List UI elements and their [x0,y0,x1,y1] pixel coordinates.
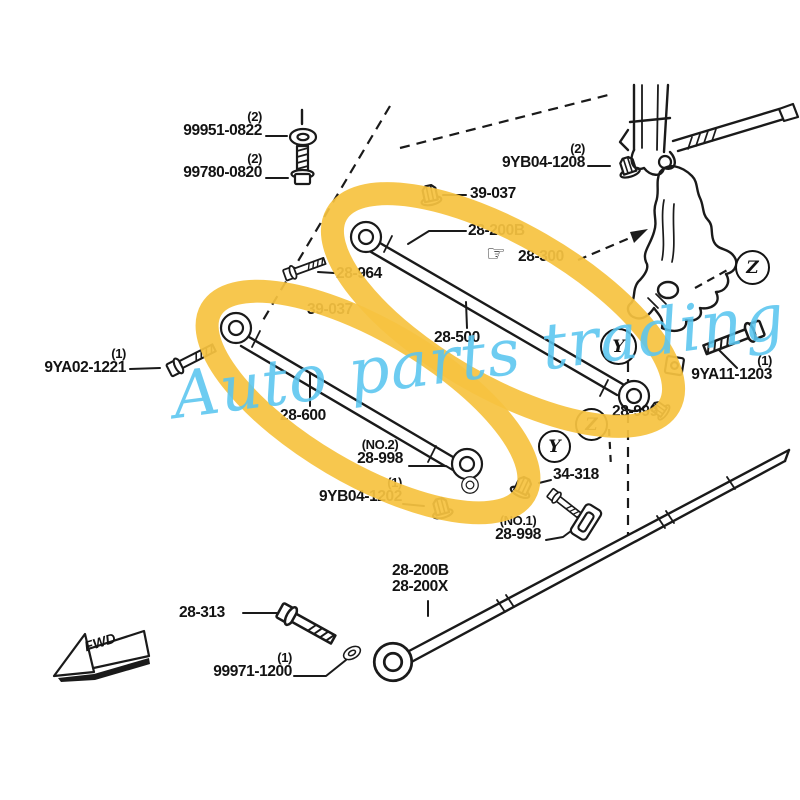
part-number: 28-964 [336,265,382,282]
part-number: 28-999 [612,403,658,420]
part-label-28998-no1: (NO.1) 28-998 [483,514,553,543]
fwd-direction-marker: FWD [48,612,163,697]
part-number: 28-313 [179,604,225,621]
bolt-icon-28313 [273,600,340,650]
bushing-bracket-28998 [569,503,603,541]
part-number: 28-200X [392,578,448,595]
part-number: 39-037 [307,301,353,318]
part-label-39037-top: 39-037 [470,186,516,202]
part-number: 9YA02-1221 [44,359,126,376]
long-rod-28200 [372,448,791,683]
fwd-arrow-icon [52,629,151,682]
part-number: 34-318 [553,466,599,483]
nut-icon-34318 [508,472,537,502]
callout-z-2: Z [575,408,608,441]
reference-arrow [577,235,633,262]
qty-badge: (2) [570,141,585,156]
nut-icon-9yb04-1208 [614,153,643,181]
part-number: 28-998 [495,526,541,543]
part-number: 9YA11-1203 [691,366,772,383]
nut-icon-39037 [417,182,444,208]
callout-z-1: Z [735,250,770,285]
part-number: 9YB04-1202 [318,488,402,505]
qty-badge: (1) [111,346,126,361]
part-label-9yb04-1208: (2) 9YB04-1208 [455,142,585,171]
part-label-99971-1200: (1) 99971-1200 [186,651,292,680]
part-label-9yb04-1202: (1) 9YB04-1202 [300,476,402,505]
callout-y-2: Y [538,430,571,463]
part-label-39037-mid: 39-037 [307,302,353,318]
part-label-28200b-upper: 28-200B [468,223,525,239]
part-label-9ya11-1203: (1) 9YA11-1203 [648,354,772,383]
part-number: 99780-0820 [183,164,262,181]
bolt-icon-99780 [290,144,315,186]
part-number: 28-300 [518,248,564,265]
shock-absorber-bracket [618,83,676,176]
qty-badge: (1) [757,353,772,368]
part-label-99951-0822: (2) 99951-0822 [140,110,262,139]
part-number: 39-037 [470,185,516,202]
part-label-28300: 28-300 [518,249,564,265]
bolt-icon-top-right [671,102,800,153]
boundary-dashed-line-2 [399,92,613,150]
part-number: 99971-1200 [213,663,292,680]
nut-icon-9yb04-1202 [428,495,455,522]
cam-bolt-icon-28964 [281,253,328,283]
qty-badge: (2) [247,109,262,124]
part-label-99780-0820: (2) 99780-0820 [140,152,262,181]
pointing-hand-icon: ☞ [486,241,506,266]
part-label-28200b-x: 28-200B 28-200X [392,563,449,595]
washer-icon-99971 [340,642,364,664]
part-label-28999: 28-999 [612,404,658,420]
boundary-dashed-line [261,105,391,323]
part-number: 9YB04-1208 [501,154,585,171]
part-number: 28-200B [392,562,449,579]
part-label-9ya02-1221: (1) 9YA02-1221 [38,347,126,376]
part-number: 28-200B [468,222,525,239]
part-number: 28-998 [357,450,403,467]
part-label-28313: 28-313 [179,605,225,621]
part-number: 99951-0822 [183,122,262,139]
washer-icon-99951 [288,127,318,147]
qty-badge: (1) [277,650,292,665]
part-label-28964: 28-964 [336,266,382,282]
qty-badge: (2) [247,151,262,166]
part-label-34318: 34-318 [553,467,599,483]
part-label-28998-no2: (NO.2) 28-998 [344,438,416,467]
